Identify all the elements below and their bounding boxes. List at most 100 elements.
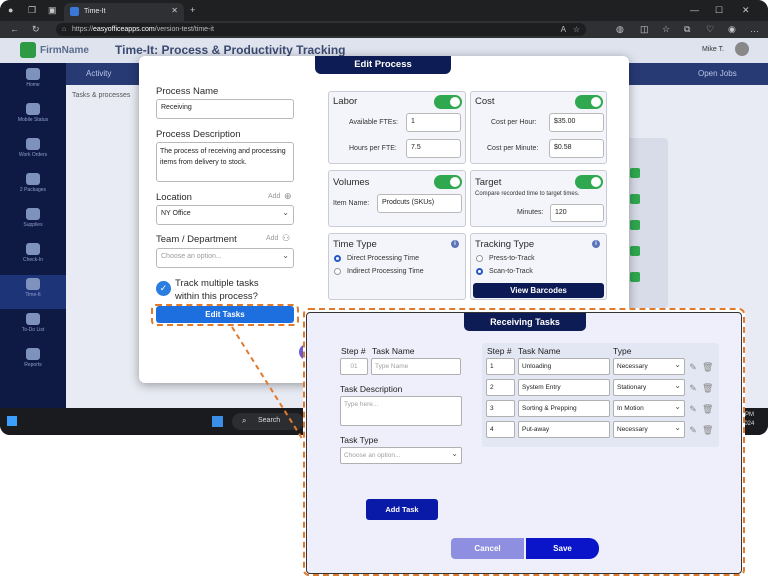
sidebar-item[interactable]: 2 Packages <box>0 170 66 204</box>
edit-icon[interactable]: ✎ <box>689 383 697 393</box>
settings-more-icon[interactable]: … <box>750 24 759 34</box>
direct-time-radio[interactable] <box>334 255 341 262</box>
search-icon: ⌕ <box>242 416 247 425</box>
read-aloud-icon[interactable]: A <box>560 25 566 34</box>
view-barcodes-button[interactable]: View Barcodes <box>473 283 604 298</box>
add-task-button[interactable]: Add Task <box>366 499 438 520</box>
maximize-icon[interactable]: ☐ <box>715 5 724 15</box>
sidebar-item[interactable]: Check-In <box>0 240 66 274</box>
split-screen-icon[interactable]: ◫ <box>640 24 649 34</box>
edit-icon[interactable]: ✎ <box>689 404 697 414</box>
close-window-icon[interactable]: ✕ <box>742 5 750 15</box>
process-description-textarea[interactable]: The process of receiving and processing … <box>156 142 294 182</box>
task-type-field[interactable]: Necessary <box>613 358 685 375</box>
edit-process-modal: Edit Process Process Name Receiving Proc… <box>139 56 629 383</box>
sidebar-item[interactable]: Reports <box>0 345 66 379</box>
url-path: /version-test/time-it <box>154 26 214 33</box>
task-name-input[interactable]: Type Name <box>371 358 461 375</box>
extension-icon[interactable]: ◍ <box>616 24 624 34</box>
refresh-icon[interactable]: ↻ <box>32 24 40 34</box>
widgets-icon[interactable] <box>7 416 17 426</box>
tab-open-jobs[interactable]: Open Jobs <box>698 69 737 78</box>
volumes-toggle[interactable] <box>434 175 462 189</box>
sidebar-item[interactable]: Work Orders <box>0 135 66 169</box>
trash-icon[interactable]: 🗑 <box>702 383 714 393</box>
task-name-field[interactable]: System Entry <box>518 379 610 396</box>
add-team-link[interactable]: Add <box>266 235 279 242</box>
trash-icon[interactable]: 🗑 <box>702 404 714 414</box>
target-toggle[interactable] <box>575 175 603 189</box>
location-select[interactable]: NY Office <box>156 205 294 225</box>
press-to-track-radio[interactable] <box>476 255 483 262</box>
workspaces-icon[interactable]: ❐ <box>28 5 37 15</box>
browser-tab-time-it[interactable]: Time-It ✕ <box>64 3 184 21</box>
process-description-label: Process Description <box>156 129 241 140</box>
task-type-field[interactable]: Stationary <box>613 379 685 396</box>
sidebar-item[interactable]: Time-It <box>0 275 66 309</box>
sidebar-item-label: Reports <box>24 362 42 368</box>
task-name-field[interactable]: Sorting & Prepping <box>518 400 610 417</box>
task-name-field[interactable]: Put-away <box>518 421 610 438</box>
favorite-star-icon[interactable]: ☆ <box>572 25 580 34</box>
minutes-input[interactable]: 120 <box>550 204 604 222</box>
info-icon[interactable]: i <box>592 240 600 248</box>
brand-name: FirmName <box>40 45 89 56</box>
user-name[interactable]: Mike T. <box>702 46 725 53</box>
new-tab-icon[interactable]: + <box>190 5 196 15</box>
task-type-field[interactable]: Necessary <box>613 421 685 438</box>
scan-to-track-radio[interactable] <box>476 268 483 275</box>
step-input[interactable]: 01 <box>340 358 368 375</box>
checkbox-icon <box>630 194 640 204</box>
collections-icon[interactable]: ⧉ <box>684 24 691 34</box>
task-description-textarea[interactable]: Type here... <box>340 396 462 426</box>
trash-icon[interactable]: 🗑 <box>702 425 714 435</box>
favorites-icon[interactable]: ☆ <box>662 24 671 34</box>
minimize-icon[interactable]: — <box>690 5 699 15</box>
taskbar-search[interactable]: ⌕ Search <box>232 413 304 430</box>
item-name-input[interactable]: Prodcuts (SKUs) <box>377 194 462 213</box>
team-department-select[interactable]: Choose an option... <box>156 248 294 268</box>
sidebar-item[interactable]: Mobile Status <box>0 100 66 134</box>
task-type-select[interactable]: Choose an option... <box>340 447 462 464</box>
cancel-button[interactable]: Cancel <box>451 538 524 559</box>
tab-actions-icon[interactable]: ▣ <box>48 5 57 15</box>
edit-icon[interactable]: ✎ <box>689 425 697 435</box>
copilot-icon[interactable]: ◉ <box>728 24 736 34</box>
sidebar-item[interactable]: Supplies <box>0 205 66 239</box>
edit-tasks-button[interactable]: Edit Tasks <box>156 306 294 323</box>
url-field[interactable]: ⌂ https://easyofficeapps.com/version-tes… <box>56 23 586 36</box>
indirect-time-radio[interactable] <box>334 268 341 275</box>
cost-per-minute-input[interactable]: $0.58 <box>549 139 604 158</box>
close-tab-icon[interactable]: ✕ <box>171 6 178 15</box>
labor-toggle[interactable] <box>434 95 462 109</box>
sidebar-item[interactable]: To-Do List <box>0 310 66 344</box>
cost-per-hour-input[interactable]: $35.00 <box>549 113 604 132</box>
task-name-field[interactable]: Unloading <box>518 358 610 375</box>
hours-per-fte-input[interactable]: 7.5 <box>406 139 461 158</box>
task-step-field[interactable]: 3 <box>486 400 515 417</box>
task-type-field[interactable]: In Motion <box>613 400 685 417</box>
info-icon[interactable]: i <box>451 240 459 248</box>
trash-icon[interactable]: 🗑 <box>702 362 714 372</box>
ftes-label: Available FTEs: <box>349 119 398 126</box>
tab-activity[interactable]: Activity <box>86 69 112 78</box>
ftes-input[interactable]: 1 <box>406 113 461 132</box>
save-button[interactable]: Save <box>526 538 599 559</box>
back-icon[interactable]: ← <box>10 24 19 34</box>
edit-icon[interactable]: ✎ <box>689 362 697 372</box>
cost-toggle[interactable] <box>575 95 603 109</box>
profile-icon[interactable]: ● <box>8 5 14 15</box>
task-step-field[interactable]: 2 <box>486 379 515 396</box>
add-location-link[interactable]: Add <box>268 193 281 200</box>
list-header-name: Task Name <box>518 346 561 356</box>
add-location-icon[interactable]: ⊕ <box>284 191 292 201</box>
task-step-field[interactable]: 4 <box>486 421 515 438</box>
track-multiple-checkbox[interactable]: ✓ <box>156 281 171 296</box>
process-name-input[interactable]: Receiving <box>156 99 294 119</box>
start-icon[interactable] <box>212 416 223 427</box>
sidebar-item[interactable]: Home <box>0 65 66 99</box>
task-step-field[interactable]: 1 <box>486 358 515 375</box>
avatar[interactable] <box>735 42 749 56</box>
browser-essentials-icon[interactable]: ♡ <box>706 24 715 34</box>
add-user-icon[interactable]: ⚇ <box>282 233 291 243</box>
